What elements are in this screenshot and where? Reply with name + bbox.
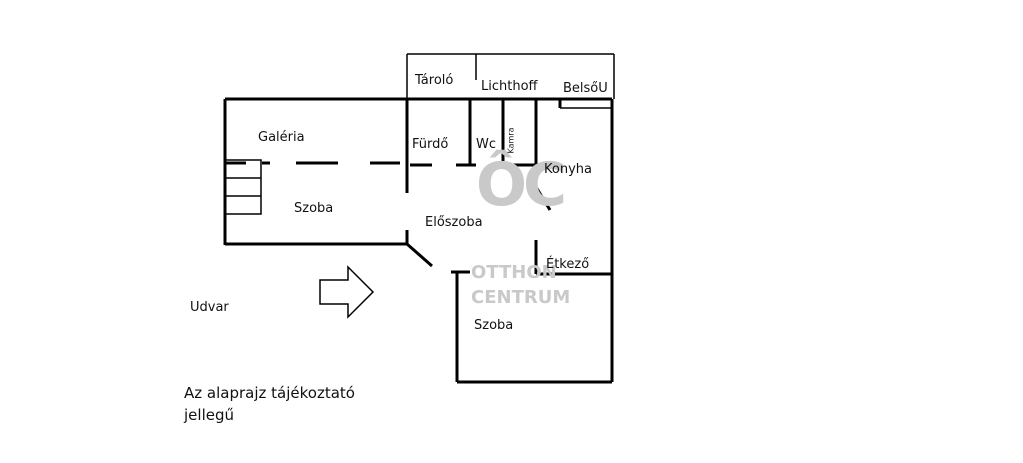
watermark-line1: OTTHON — [471, 262, 557, 283]
door-konyha — [534, 186, 552, 211]
thin-walls — [224, 53, 615, 215]
stairs — [224, 159, 262, 215]
room-label-galeria: Galéria — [258, 130, 305, 145]
disclaimer-line2: jellegű — [184, 406, 234, 424]
watermark-line2: CENTRUM — [471, 287, 571, 308]
room-label-eloszoba: Előszoba — [425, 215, 483, 230]
room-label-belsou: BelsőU — [563, 81, 608, 96]
entrance-arrow — [319, 265, 375, 319]
room-label-szoba-right: Szoba — [474, 318, 514, 333]
room-label-taroło: Tároló — [415, 73, 454, 88]
room-label-lichthoff: Lichthoff — [481, 79, 538, 94]
door-eloszoba — [406, 242, 433, 268]
room-label-udvar: Udvar — [190, 300, 229, 315]
room-label-kamra: Kamra — [506, 127, 516, 154]
room-label-furdo: Fürdő — [412, 137, 449, 152]
room-label-etkezo: Étkező — [546, 257, 590, 272]
room-label-wc: Wc — [476, 137, 497, 152]
gallery-dashed-line — [225, 161, 536, 167]
watermark-logo: ÔC — [476, 150, 567, 220]
room-label-szoba-left: Szoba — [294, 201, 334, 216]
disclaimer-line1: Az alaprajz tájékoztató — [184, 384, 355, 402]
walls — [223, 97, 614, 384]
disclaimer-note: Az alaprajz tájékoztató jellegű — [184, 382, 355, 426]
room-label-konyha: Konyha — [544, 162, 592, 177]
